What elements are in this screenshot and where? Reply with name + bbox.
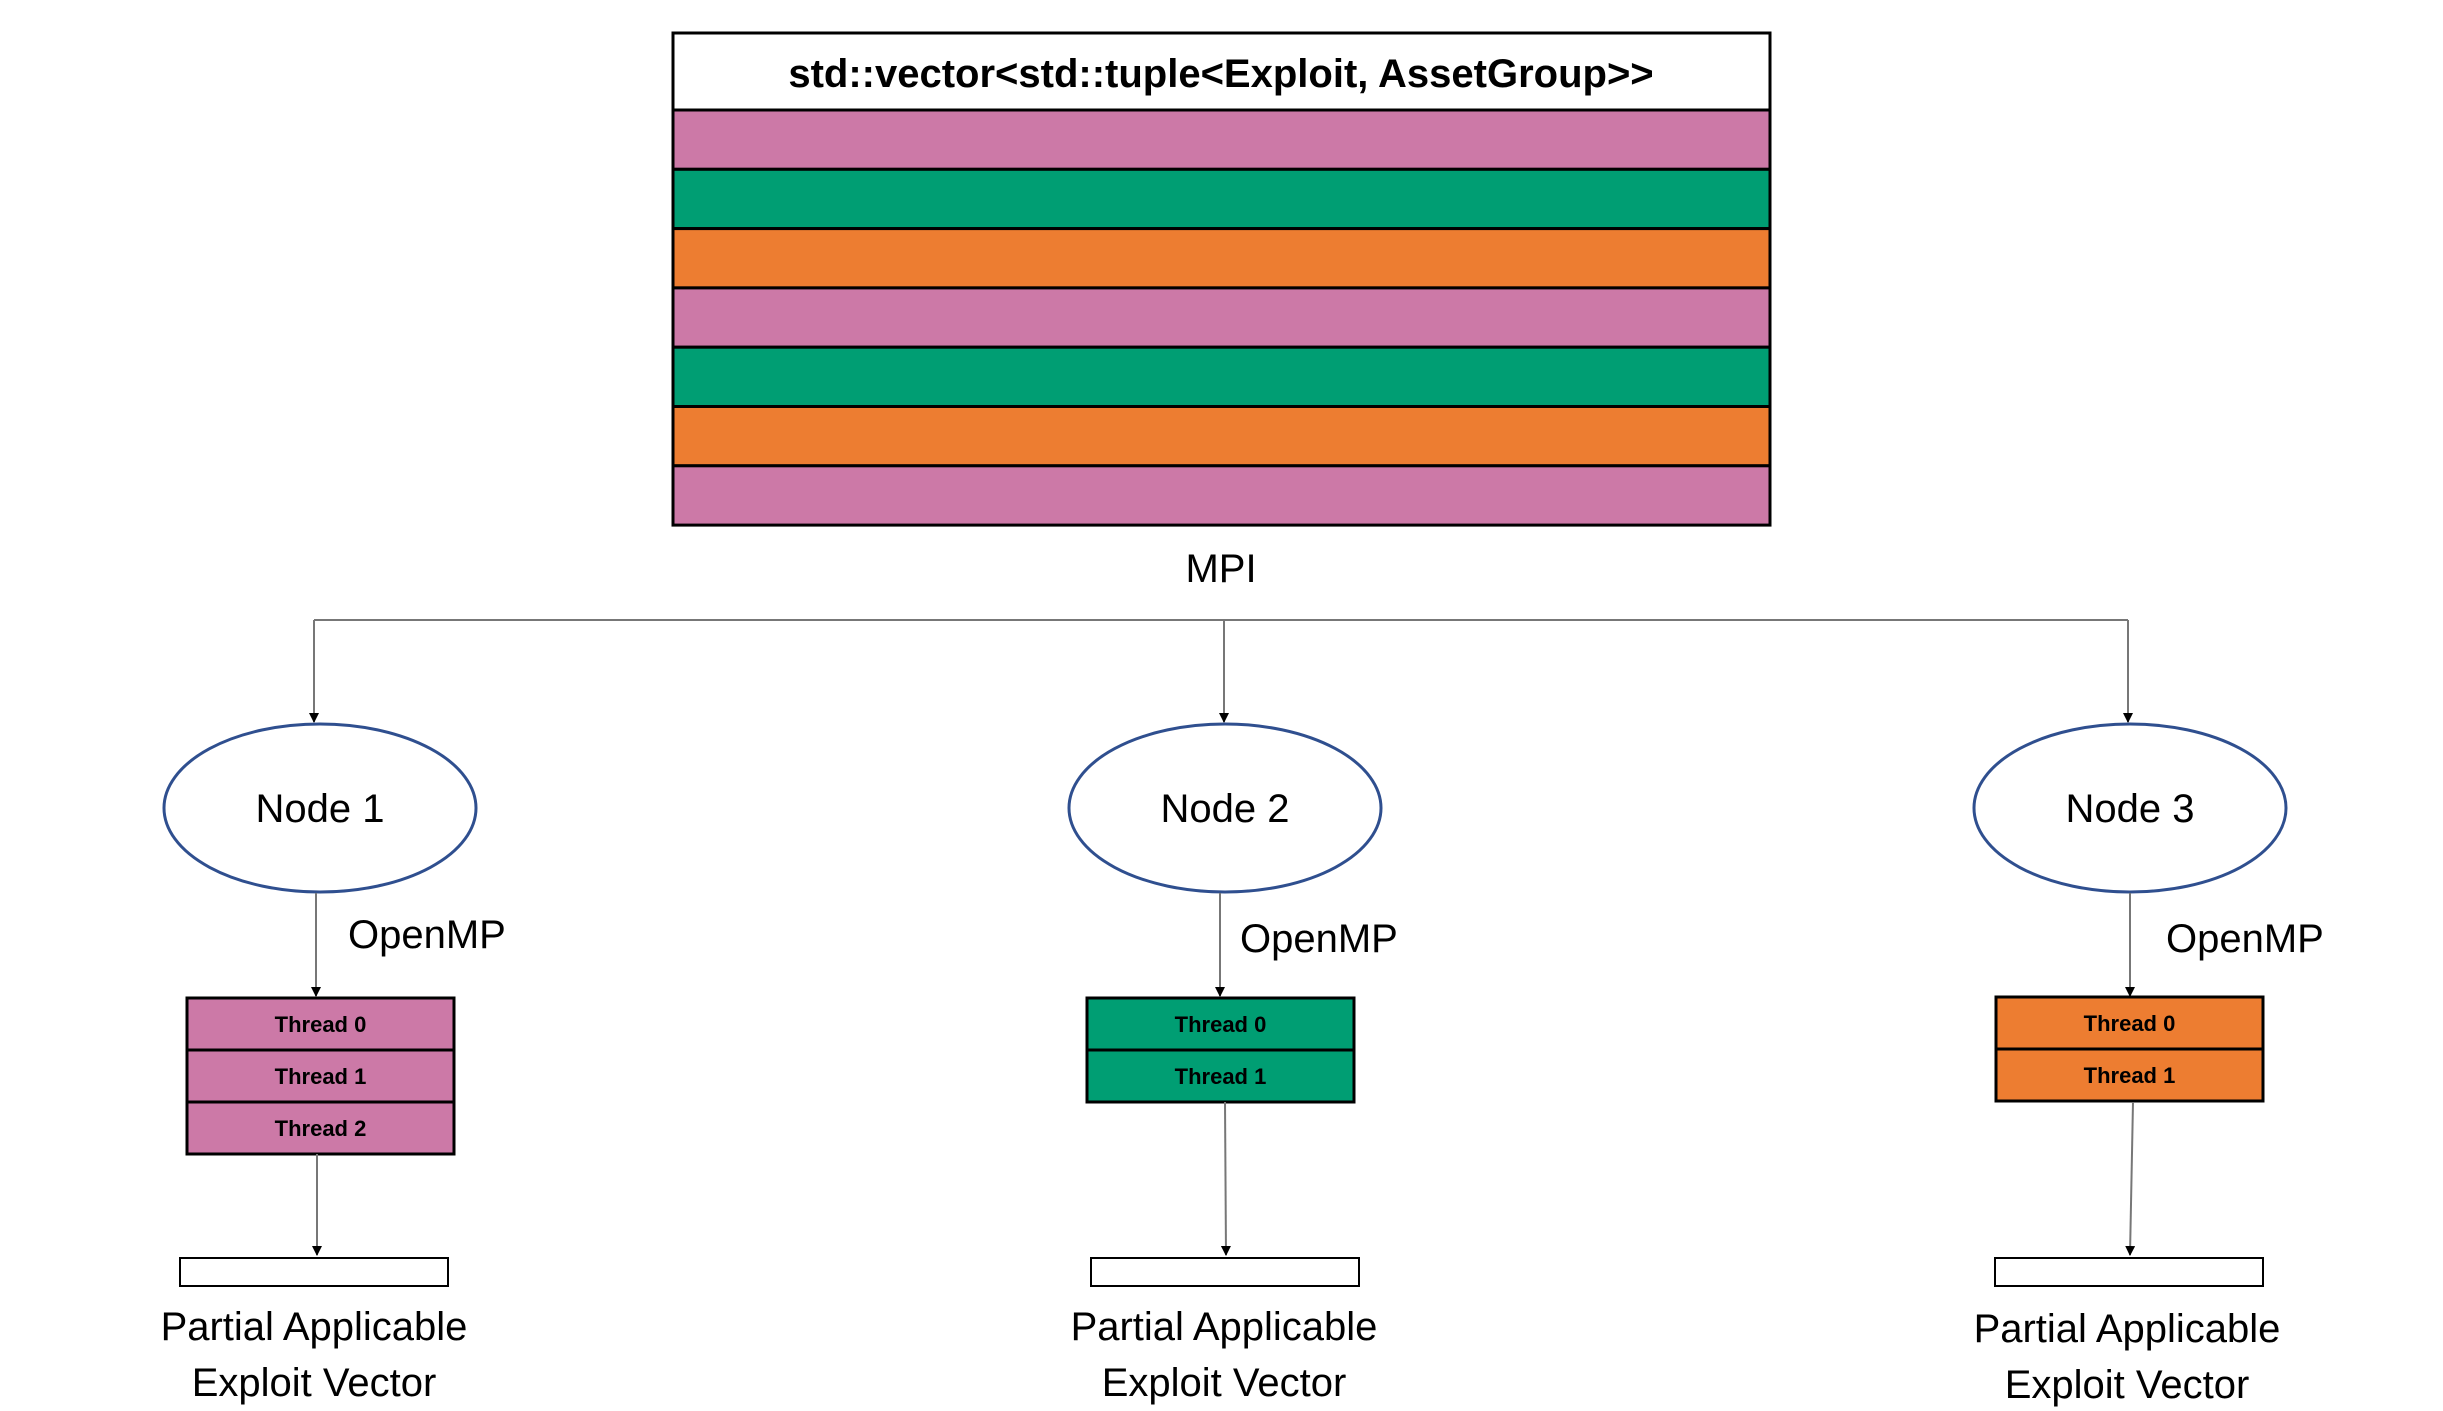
node-2-result-edge	[1220, 1101, 1231, 1256]
vector-row-6	[671, 405, 1772, 468]
vector-row-1	[671, 108, 1772, 171]
node-2-thread-cell-1	[1085, 1048, 1356, 1104]
node-1-label: Node 1	[256, 787, 385, 831]
node-3-thread-label-0: Thread 0	[2084, 1011, 2176, 1036]
node-3-label: Node 3	[2066, 787, 2195, 831]
node-3-thread-label-1: Thread 1	[2084, 1063, 2176, 1088]
node-1-thread-label-0: Thread 0	[275, 1012, 367, 1037]
node-1-openmp-label: OpenMP	[348, 913, 506, 957]
node-3-result-vector	[1994, 1257, 2264, 1287]
node-3-result-line2: Exploit Vector	[2005, 1363, 2250, 1407]
node-1-thread-cell-2	[185, 1100, 456, 1156]
node-1-result-vector	[179, 1257, 449, 1287]
node-3-openmp-label: OpenMP	[2166, 917, 2324, 961]
node-1-thread-label-2: Thread 2	[275, 1116, 367, 1141]
node-3-thread-stack: Thread 0 Thread 1	[1994, 995, 2265, 1103]
node-2-label: Node 2	[1161, 787, 1290, 831]
vector-rows	[671, 108, 1772, 527]
mpi-label: MPI	[1185, 547, 1256, 591]
node-3-thread-cell-0	[1994, 995, 2265, 1051]
vector-row-3	[671, 227, 1772, 290]
node-3-thread-cell-1	[1994, 1047, 2265, 1103]
vector-row-4	[671, 286, 1772, 349]
node-1-thread-label-1: Thread 1	[275, 1064, 367, 1089]
node-3-result-line1: Partial Applicable	[1974, 1307, 2281, 1351]
node-2-thread-label-1: Thread 1	[1175, 1064, 1267, 1089]
node-2-thread-label-0: Thread 0	[1175, 1012, 1267, 1037]
vector-container: std::vector<std::tuple<Exploit, AssetGro…	[671, 31, 1772, 527]
node-3-ellipse	[1972, 722, 2288, 894]
node-1-group: Node 1 OpenMP Thread 0 Thread 1 Thread 2 P…	[161, 722, 506, 1405]
node-1-thread-cell-1	[185, 1048, 456, 1104]
node-3-group: Node 3 OpenMP Thread 0 Thread 1 Partial A…	[1972, 722, 2324, 1407]
node-1-result-line1: Partial Applicable	[161, 1305, 468, 1349]
node-2-result-line1: Partial Applicable	[1071, 1305, 1378, 1349]
node-2-result-vector	[1090, 1257, 1360, 1287]
node-2-thread-stack: Thread 0 Thread 1	[1085, 996, 1356, 1104]
node-1-result-line2: Exploit Vector	[192, 1361, 437, 1405]
vector-row-7	[671, 464, 1772, 527]
vector-row-5	[671, 345, 1772, 409]
node-2-thread-cell-0	[1085, 996, 1356, 1052]
node-2-ellipse	[1067, 722, 1383, 894]
node-1-ellipse	[162, 722, 478, 894]
vector-row-2	[671, 167, 1772, 231]
node-3-result-edge	[2125, 1101, 2136, 1256]
mpi-edges	[309, 619, 2133, 723]
vector-title: std::vector<std::tuple<Exploit, AssetGro…	[788, 52, 1653, 96]
node-2-group: Node 2 OpenMP Thread 0 Thread 1 Partial A…	[1067, 722, 1398, 1405]
node-2-result-line2: Exploit Vector	[1102, 1361, 1347, 1405]
node-2-openmp-label: OpenMP	[1240, 917, 1398, 961]
vector-header-box	[671, 31, 1772, 112]
node-1-thread-stack: Thread 0 Thread 1 Thread 2	[185, 996, 456, 1156]
